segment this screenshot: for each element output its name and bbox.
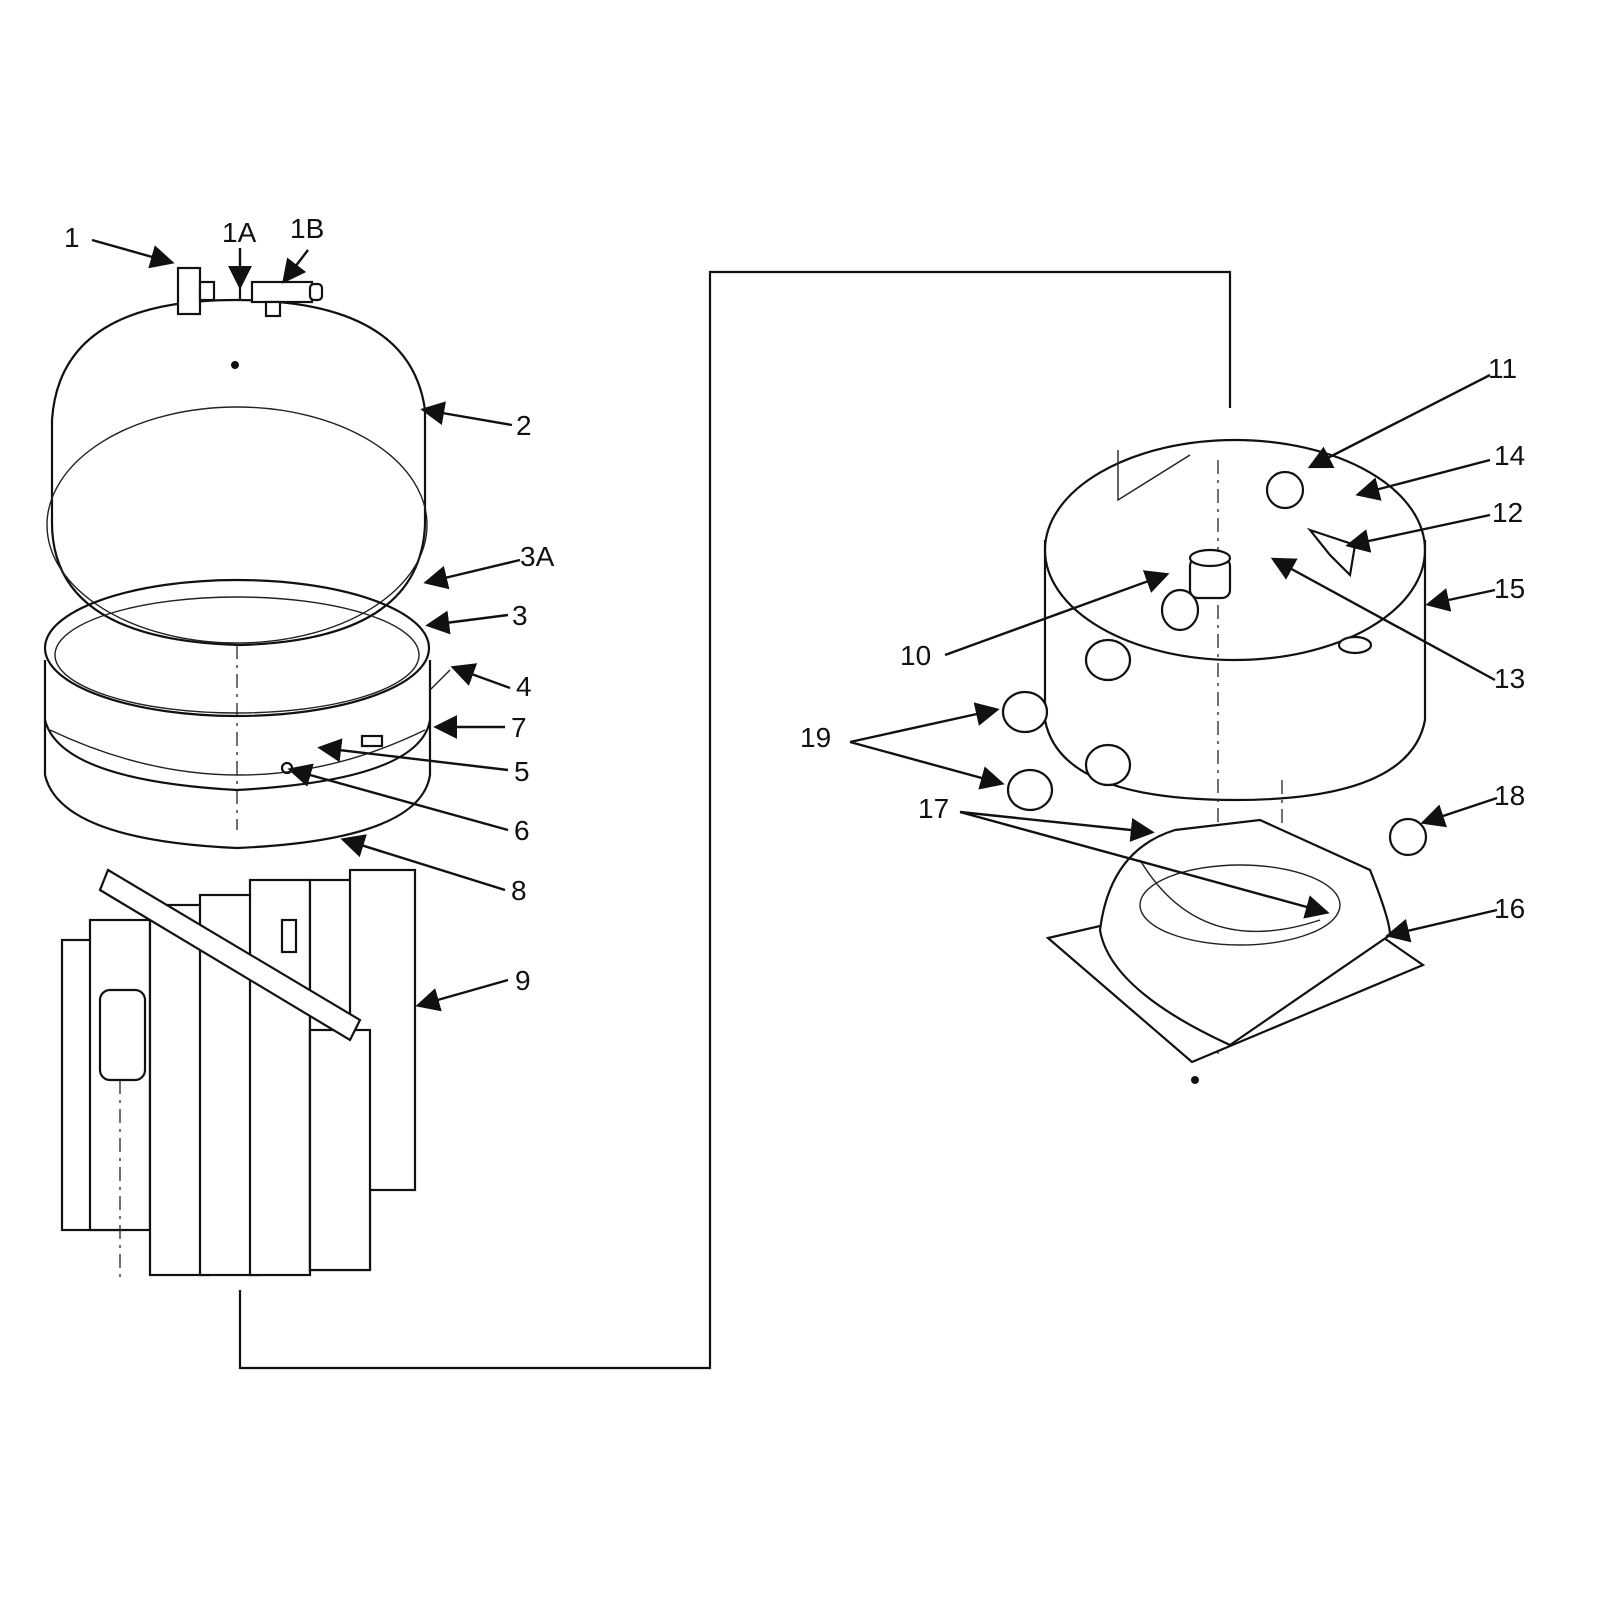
callout-labels: 1 1A 1B 2 3A 3 4 7 5 6 8 9 11 14 12 15 1… — [64, 213, 1525, 996]
callout-14: 14 — [1494, 440, 1525, 471]
drain-plugs — [1001, 638, 1428, 857]
tank-base — [1045, 818, 1426, 1084]
tank-lid — [46, 298, 428, 830]
connector-line — [238, 270, 1232, 1370]
callout-4: 4 — [516, 671, 532, 702]
callout-5: 5 — [514, 756, 530, 787]
callout-18: 18 — [1494, 780, 1525, 811]
callout-13: 13 — [1494, 663, 1525, 694]
callout-1b: 1B — [290, 213, 324, 244]
callout-2: 2 — [516, 410, 532, 441]
callout-3: 3 — [512, 600, 528, 631]
callout-16: 16 — [1494, 893, 1525, 924]
callout-1: 1 — [64, 222, 80, 253]
clamp-rings — [43, 578, 451, 850]
callout-15: 15 — [1494, 573, 1525, 604]
air-relief-valve — [238, 280, 324, 318]
callout-8: 8 — [511, 875, 527, 906]
callout-1a: 1A — [222, 217, 257, 248]
callout-7: 7 — [511, 712, 527, 743]
callout-11: 11 — [1488, 353, 1517, 384]
callout-12: 12 — [1492, 497, 1523, 528]
callout-10: 10 — [900, 640, 931, 671]
callout-6: 6 — [514, 815, 530, 846]
filter-element — [60, 868, 417, 1280]
callout-19: 19 — [800, 722, 831, 753]
leader-arrows — [91, 238, 1498, 1012]
callout-3a: 3A — [520, 541, 555, 572]
elbow-fittings — [1160, 470, 1373, 655]
pressure-gauge — [176, 266, 216, 316]
callout-17: 17 — [918, 793, 949, 824]
callout-9: 9 — [515, 965, 531, 996]
